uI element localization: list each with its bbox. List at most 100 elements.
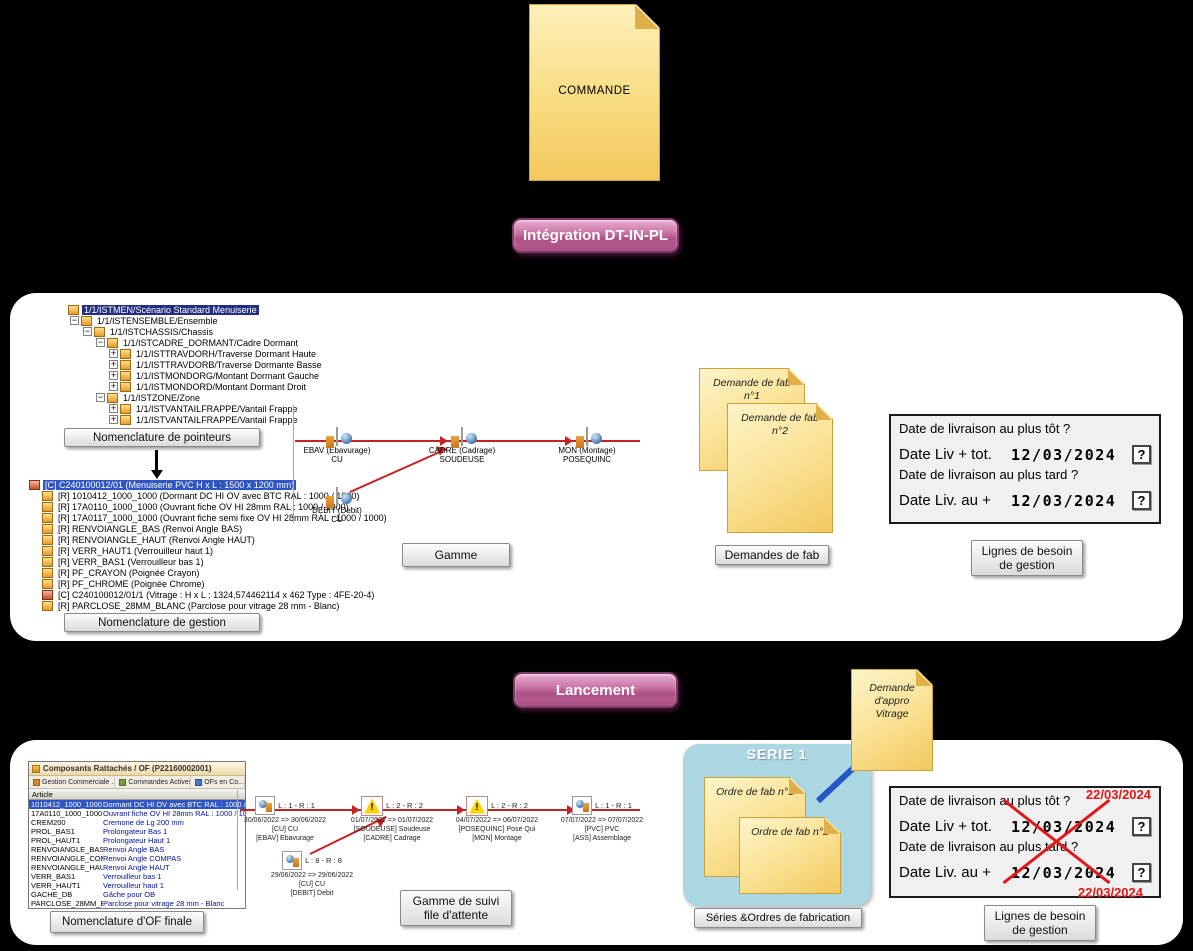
date-range: 07/07/2022 => 07/07/2022 bbox=[560, 817, 644, 824]
tree-row[interactable]: [C] C240100012/01 (Menuiserie PVC H x L … bbox=[18, 479, 388, 490]
expander-icon[interactable] bbox=[109, 381, 118, 391]
node-icon bbox=[42, 545, 53, 556]
tree-row[interactable]: 1/1/ISTENSEMBLE/Ensemble bbox=[57, 315, 295, 326]
node-icon bbox=[42, 578, 53, 589]
tree-row[interactable]: [R] 17A0117_1000_1000 (Ouvrant fiche sem… bbox=[18, 512, 388, 523]
gamme-caption[interactable]: Gamme bbox=[402, 543, 510, 567]
integration-step-button[interactable]: Intégration DT-IN-PL bbox=[512, 218, 679, 253]
tree-row[interactable]: [R] PARCLOSE_28MM_BLANC (Parclose pour v… bbox=[18, 600, 388, 611]
table-row[interactable]: GACHE_DB Gâche pour OB bbox=[29, 890, 245, 899]
tree-row-label: 1/1/ISTZONE/Zone bbox=[123, 392, 201, 403]
flow-rail bbox=[237, 790, 238, 890]
date-liv-tot-label: Date Liv + tot. bbox=[899, 818, 992, 835]
tree-row[interactable]: 1/1/ISTCHASSIS/Chassis bbox=[57, 326, 295, 337]
article-description: Renvoi Angle COMPAS bbox=[103, 854, 182, 863]
help-button[interactable]: ? bbox=[1132, 863, 1151, 882]
series-ordres-caption[interactable]: Séries &Ordres de fabrication bbox=[694, 908, 862, 928]
tree-row-label: 1/1/ISTCHASSIS/Chassis bbox=[110, 326, 214, 337]
tree-row[interactable]: 1/1/ISTVANTAILFRAPPE/Vantail Frappe bbox=[57, 414, 298, 425]
tree-row[interactable]: 1/1/ISTZONE/Zone bbox=[57, 392, 295, 403]
operation: [DEBIT] Debit bbox=[290, 890, 334, 897]
table-row[interactable]: PARCLOSE_28MM_BLANC Parclose pour vitrag… bbox=[29, 899, 245, 908]
date-range: 29/06/2022 => 29/06/2022 bbox=[270, 872, 354, 879]
expander-icon[interactable] bbox=[109, 348, 118, 358]
help-button[interactable]: ? bbox=[1132, 445, 1151, 464]
queue-node-mon: L : 2 - R : 2 04/07/2022 => 06/07/2022 [… bbox=[447, 795, 547, 843]
tree-row[interactable]: 1/1/ISTTRAVDORH/Traverse Dormant Haute bbox=[57, 348, 316, 359]
of-window-tabs: Gestion Commerciale ... Commandes Active… bbox=[29, 776, 246, 789]
besoin-caption[interactable]: Lignes de besoin de gestion bbox=[984, 905, 1096, 941]
tree-row[interactable]: 1/1/ISTMONDORG/Montant Dormant Gauche bbox=[57, 370, 319, 381]
node-icon bbox=[42, 523, 53, 534]
table-row[interactable]: RENVOIANGLE_BAS Renvoi Angle BAS bbox=[29, 845, 245, 854]
tree-row[interactable]: 1/1/ISTMEN/Scénario Standard Menuiserie bbox=[57, 304, 295, 315]
expander-icon[interactable] bbox=[109, 414, 118, 424]
down-arrow bbox=[155, 450, 158, 471]
table-row[interactable]: VERR_BAS1 Verrouilleur bas 1 bbox=[29, 872, 245, 881]
besoin-caption[interactable]: Lignes de besoin de gestion bbox=[971, 540, 1083, 576]
operation: [MON] Montage bbox=[472, 835, 522, 842]
pointer-tree-caption[interactable]: Nomenclature de pointeurs bbox=[64, 428, 260, 447]
of-components-window: Composants Rattachés / OF (P22160002001)… bbox=[28, 761, 246, 909]
tree-row[interactable]: [R] PF_CHROME (Poignée Chrome) bbox=[18, 578, 388, 589]
help-button[interactable]: ? bbox=[1132, 817, 1151, 836]
tree-row-label: 1/1/ISTTRAVDORB/Traverse Dormante Basse bbox=[136, 359, 322, 370]
tree-row[interactable]: 1/1/ISTMONDORD/Montant Dormant Droit bbox=[57, 381, 306, 392]
tab[interactable]: OFs en Co... bbox=[191, 776, 246, 788]
gestion-tree-caption[interactable]: Nomenclature de gestion bbox=[64, 613, 260, 632]
demandes-fab-caption[interactable]: Demandes de fab bbox=[715, 545, 829, 565]
expander-icon[interactable] bbox=[109, 370, 118, 380]
tab[interactable]: Commandes Actives bbox=[115, 776, 192, 788]
table-row[interactable]: PROL_BAS1 Prolongateur Bas 1 bbox=[29, 827, 245, 836]
tree-row[interactable]: [R] VERR_HAUT1 (Verrouilleur haut 1) bbox=[18, 545, 388, 556]
tree-row[interactable]: [C] C240100012/01/1 (Vitrage : H x L : 1… bbox=[18, 589, 388, 600]
of-nomenclature-caption[interactable]: Nomenclature d'OF finale bbox=[50, 911, 204, 933]
tab-label: Commandes Actives bbox=[128, 778, 192, 786]
expander-icon[interactable] bbox=[109, 359, 118, 369]
date-range: 01/07/2022 => 01/07/2022 bbox=[350, 817, 434, 824]
date-liv-au-label: Date Liv. au + bbox=[899, 492, 991, 509]
machine-icon bbox=[282, 851, 303, 870]
queue-node-cadre: L : 2 - R : 2 01/07/2022 => 01/07/2022 [… bbox=[342, 795, 442, 843]
suivi-caption[interactable]: Gamme de suivi file d'attente bbox=[400, 890, 512, 926]
serie-title: SERIE 1 bbox=[746, 746, 808, 762]
article-code: 17A0110_1000_1000 bbox=[31, 809, 103, 818]
expander-icon[interactable] bbox=[96, 337, 105, 347]
tree-row-label: 1/1/ISTMONDORD/Montant Dormant Droit bbox=[136, 381, 307, 392]
tree-row[interactable]: 1/1/ISTVANTAILFRAPPE/Vantail Frappe bbox=[57, 403, 298, 414]
tab[interactable]: Gestion Commerciale ... bbox=[29, 776, 116, 788]
operation-name: DEBIT (Debit) bbox=[312, 506, 362, 515]
expander-icon[interactable] bbox=[70, 315, 79, 325]
demande-appro-note: Demande d'appro Vitrage bbox=[851, 669, 933, 771]
note-title: Ordre de fab n°2 bbox=[751, 826, 829, 838]
operation-node-ebav: EBAV (Ebavurage) CU bbox=[292, 427, 382, 464]
commande-label: COMMANDE bbox=[558, 85, 631, 97]
delivery-earliest-question: Date de livraison au plus tôt ? bbox=[899, 421, 1071, 436]
table-row[interactable]: CREM200 Cremone de Lg 200 mm bbox=[29, 818, 245, 827]
table-row[interactable]: 17A0110_1000_1000 Ouvrant fiche OV HI 28… bbox=[29, 809, 245, 818]
tree-row[interactable]: 1/1/ISTCADRE_DORMANT/Cadre Dormant bbox=[57, 337, 298, 348]
expander-icon[interactable] bbox=[109, 403, 118, 413]
tree-row[interactable]: 1/1/ISTTRAVDORB/Traverse Dormante Basse bbox=[57, 359, 322, 370]
tree-row[interactable]: [R] PF_CRAYON (Poignée Crayon) bbox=[18, 567, 388, 578]
table-row[interactable]: VERR_HAUT1 Verrouilleur haut 1 bbox=[29, 881, 245, 890]
table-row[interactable]: PROL_HAUT1 Prolongateur Haut 1 bbox=[29, 836, 245, 845]
tree-row[interactable]: [R] 17A0110_1000_1000 (Ouvrant fiche OV … bbox=[18, 501, 388, 512]
expander-icon[interactable] bbox=[96, 392, 105, 402]
tree-row[interactable]: [R] RENVOIANGLE_HAUT (Renvoi Angle HAUT) bbox=[18, 534, 388, 545]
help-button[interactable]: ? bbox=[1132, 491, 1151, 510]
table-row[interactable]: 1010412_1000_1000 Dormant DC HI OV avec … bbox=[29, 800, 245, 809]
lancement-step-button[interactable]: Lancement bbox=[513, 672, 678, 708]
table-row[interactable]: RENVOIANGLE_HAUT Renvoi Angle HAUT bbox=[29, 863, 245, 872]
tab-icon bbox=[33, 778, 40, 786]
tab-icon bbox=[119, 778, 127, 786]
table-row[interactable]: RENVOIANGLE_COMPAS Renvoi Angle COMPAS bbox=[29, 854, 245, 863]
warning-icon bbox=[466, 795, 489, 816]
tree-row[interactable]: [R] RENVOIANGLE_BAS (Renvoi Angle BAS) bbox=[18, 523, 388, 534]
article-description: Prolongateur Haut 1 bbox=[103, 836, 171, 845]
window-icon bbox=[32, 764, 40, 773]
expander-icon[interactable] bbox=[83, 326, 92, 336]
tree-row[interactable]: [R] VERR_BAS1 (Verrouilleur bas 1) bbox=[18, 556, 388, 567]
resource: [POSEQUINC] Pose Qui bbox=[458, 826, 536, 833]
tree-row[interactable]: [R] 1010412_1000_1000 (Dormant DC HI OV … bbox=[18, 490, 388, 501]
